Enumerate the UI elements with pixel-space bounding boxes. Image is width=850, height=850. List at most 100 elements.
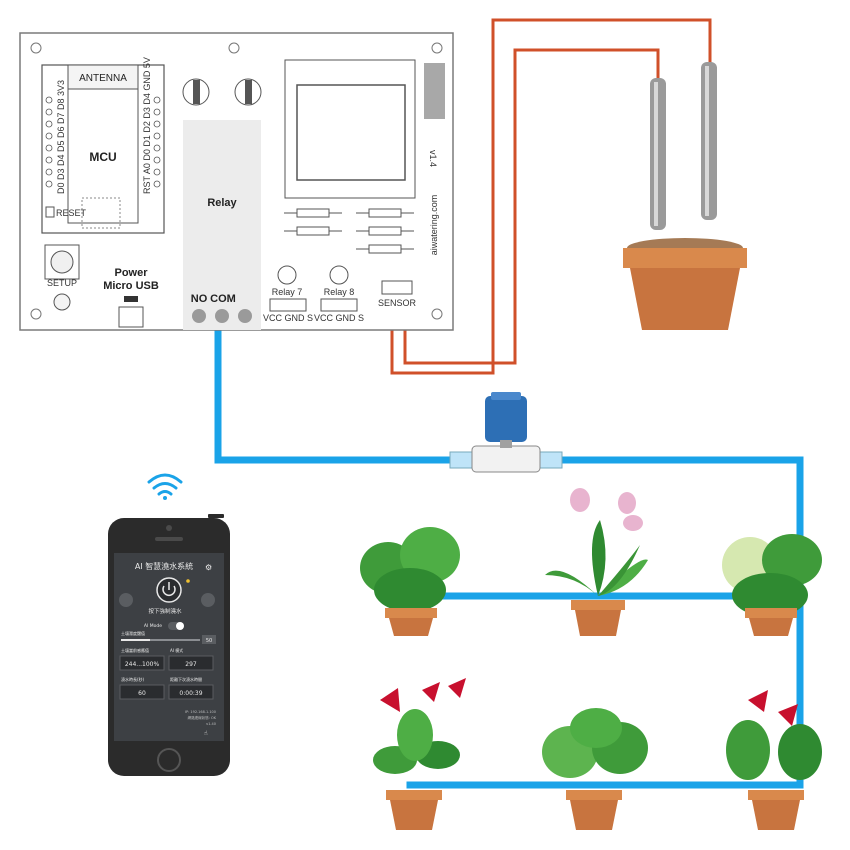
phone-speaker xyxy=(155,537,183,541)
plant-leaf xyxy=(732,573,808,617)
flower-petal xyxy=(623,515,643,531)
pin-dot xyxy=(153,156,161,164)
plant-variegated xyxy=(722,534,822,636)
right-nav-button[interactable] xyxy=(201,593,215,607)
mount-hole-icon xyxy=(431,308,443,320)
relay7-pins: VCC GND S xyxy=(263,313,313,323)
plant-leaf xyxy=(374,568,446,612)
power-label: Power xyxy=(114,267,148,279)
plant-pot-rim xyxy=(386,790,442,800)
plant-pot xyxy=(570,800,618,830)
phone-camera xyxy=(166,525,172,531)
pipe-valve-to-main xyxy=(551,456,804,789)
plant-monstera xyxy=(542,708,648,830)
plant-pot-rim xyxy=(566,790,622,800)
plant-pot xyxy=(390,800,438,830)
field2-value: 297 xyxy=(185,661,197,668)
controller-board: ANTENNA MCU D0 D3 D4 D5 D6 D7 D8 3V3 RST… xyxy=(19,32,454,331)
sensor-header xyxy=(381,280,413,295)
valve-body xyxy=(471,445,541,473)
valve-stem xyxy=(500,440,512,448)
mount-hole-icon xyxy=(228,42,240,54)
mcu-chip xyxy=(67,88,139,224)
footer-version: v1.40 xyxy=(206,722,216,726)
pin-dot xyxy=(45,144,53,152)
relay-terminal xyxy=(215,309,229,323)
sensor-probe-shine xyxy=(705,66,709,216)
flower-spathe xyxy=(380,688,400,712)
smartphone: AI 智慧澆水系統 ⚙ 按下強制澆水 AI Mode 土壤濕度閾值 50 土壤當… xyxy=(108,514,230,776)
pin-dot xyxy=(153,96,161,104)
valve-coil xyxy=(485,396,527,442)
plant-anthurium xyxy=(726,690,822,830)
plant-leaf xyxy=(778,724,822,780)
mount-hole-icon xyxy=(30,308,42,320)
field1-value: 244...100% xyxy=(125,661,160,668)
sensor-label: SENSOR xyxy=(378,298,417,308)
pin-dot xyxy=(153,168,161,176)
flower-petal xyxy=(570,488,590,512)
relay8-label: Relay 8 xyxy=(324,287,355,297)
wifi-arc-inner xyxy=(157,490,173,496)
setup-button-cap xyxy=(50,250,74,274)
left-nav-button[interactable] xyxy=(119,593,133,607)
micro-usb-label: Micro USB xyxy=(103,280,159,292)
water-pipe-network xyxy=(214,326,804,789)
plant-monstera xyxy=(360,527,460,636)
resistor-icon xyxy=(368,226,402,236)
ai-mode-label: AI Mode xyxy=(144,623,162,629)
sensor-plant-pot xyxy=(623,62,747,330)
plant-pot-rim xyxy=(745,608,797,618)
app-title: AI 智慧澆水系統 xyxy=(135,561,193,571)
field4-box xyxy=(168,684,214,700)
pin-dot xyxy=(153,132,161,140)
flower-spathe xyxy=(422,682,440,702)
plant-leaf xyxy=(570,708,622,748)
micro-usb-port-icon xyxy=(124,296,138,302)
status-dot xyxy=(186,579,190,583)
relay-terminal xyxy=(192,309,206,323)
power-symbol xyxy=(162,585,176,596)
plant-leaf xyxy=(726,720,770,780)
threshold-value: 50 xyxy=(206,638,212,644)
wifi-icon xyxy=(147,473,183,500)
antenna-area xyxy=(67,64,139,90)
relay7-header xyxy=(269,298,307,312)
valve-coupling-right xyxy=(539,451,563,469)
pin-dot xyxy=(153,144,161,152)
settings-gear-icon[interactable]: ⚙ xyxy=(205,563,212,572)
relay-label: Relay xyxy=(207,197,237,209)
flower-petal xyxy=(618,492,636,514)
plant-pot xyxy=(752,800,800,830)
field2-label: AI 模式 xyxy=(170,647,183,653)
resistor-array xyxy=(284,208,414,254)
footer-status: 網路連線狀態: OK xyxy=(188,715,217,720)
mount-hole-icon xyxy=(30,42,42,54)
field3-label: 澆水時長(秒) xyxy=(121,676,145,682)
pin-dot xyxy=(153,108,161,116)
relay-com-label: COM xyxy=(210,293,236,305)
wifi-arc-outer xyxy=(147,473,183,484)
pin-dot xyxy=(45,132,53,140)
valve-coil-top xyxy=(491,392,521,400)
relay-no-label: NO xyxy=(191,293,208,305)
pin-dot xyxy=(45,180,53,188)
resistor-icon xyxy=(296,226,330,236)
plant-pot xyxy=(389,618,433,636)
flower-spathe xyxy=(448,678,466,698)
plant-leaf xyxy=(397,709,433,761)
field3-box[interactable] xyxy=(119,684,165,700)
field1-box xyxy=(119,655,165,671)
trimmer-icon xyxy=(277,265,297,285)
plant-pot xyxy=(575,610,621,636)
relay-terminal xyxy=(238,309,252,323)
relay7-label: Relay 7 xyxy=(272,287,303,297)
field4-value: 0:00:39 xyxy=(179,690,202,697)
setup-label: SETUP xyxy=(47,278,77,288)
resistor-icon xyxy=(296,208,330,218)
phone-home-button xyxy=(157,748,181,772)
flower-spathe xyxy=(748,690,768,712)
force-water-label: 按下強制澆水 xyxy=(148,607,182,615)
trimmer-icon xyxy=(329,265,349,285)
